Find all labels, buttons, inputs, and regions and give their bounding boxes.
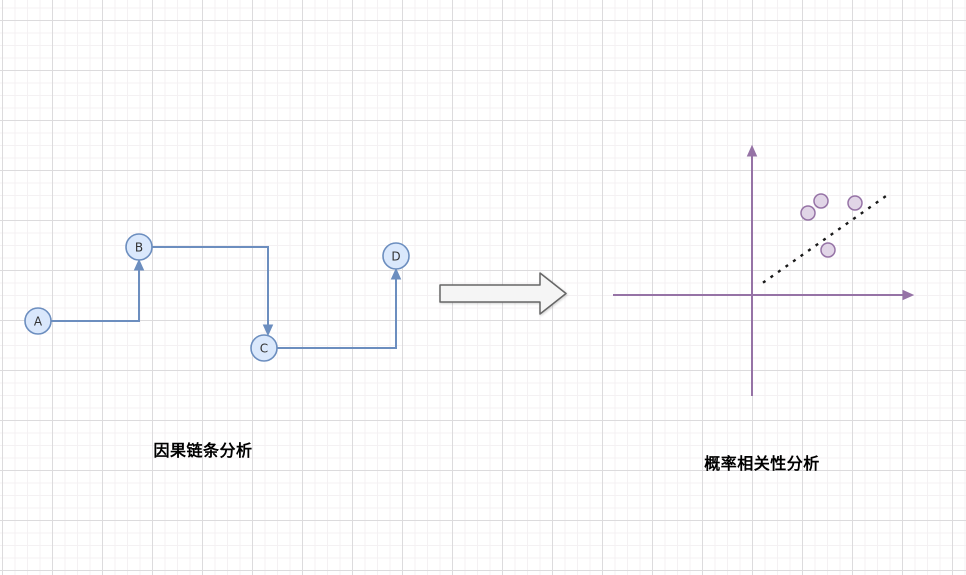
node-A[interactable] bbox=[24, 307, 52, 335]
scatter-point-4[interactable] bbox=[820, 242, 836, 258]
trend-line[interactable] bbox=[762, 194, 888, 284]
x-axis-arrowhead-icon bbox=[902, 289, 915, 301]
edge-A-B-arrowhead-icon bbox=[133, 258, 145, 271]
causal-chain-title[interactable]: 因果链条分析 bbox=[153, 441, 253, 460]
node-B-label: B bbox=[135, 240, 143, 254]
node-D-label: D bbox=[391, 249, 400, 263]
edge-B-C[interactable] bbox=[152, 246, 269, 325]
edge-C-D[interactable] bbox=[277, 279, 397, 349]
edge-A-B[interactable] bbox=[51, 270, 140, 322]
node-B[interactable] bbox=[125, 233, 153, 261]
transform-block-arrow-icon[interactable] bbox=[439, 272, 567, 315]
node-C-label: C bbox=[260, 341, 268, 355]
correlation-title[interactable]: 概率相关性分析 bbox=[704, 454, 820, 473]
node-C[interactable] bbox=[250, 334, 278, 362]
edge-C-D-arrowhead-icon bbox=[390, 267, 402, 280]
scatter-point-1[interactable] bbox=[800, 205, 816, 221]
edge-B-C-arrowhead-icon bbox=[262, 324, 274, 337]
scatter-point-2[interactable] bbox=[813, 193, 829, 209]
node-D[interactable] bbox=[382, 242, 410, 270]
y-axis-arrowhead-icon bbox=[746, 144, 758, 157]
node-A-label: A bbox=[34, 314, 43, 328]
scatter-point-3[interactable] bbox=[847, 195, 863, 211]
